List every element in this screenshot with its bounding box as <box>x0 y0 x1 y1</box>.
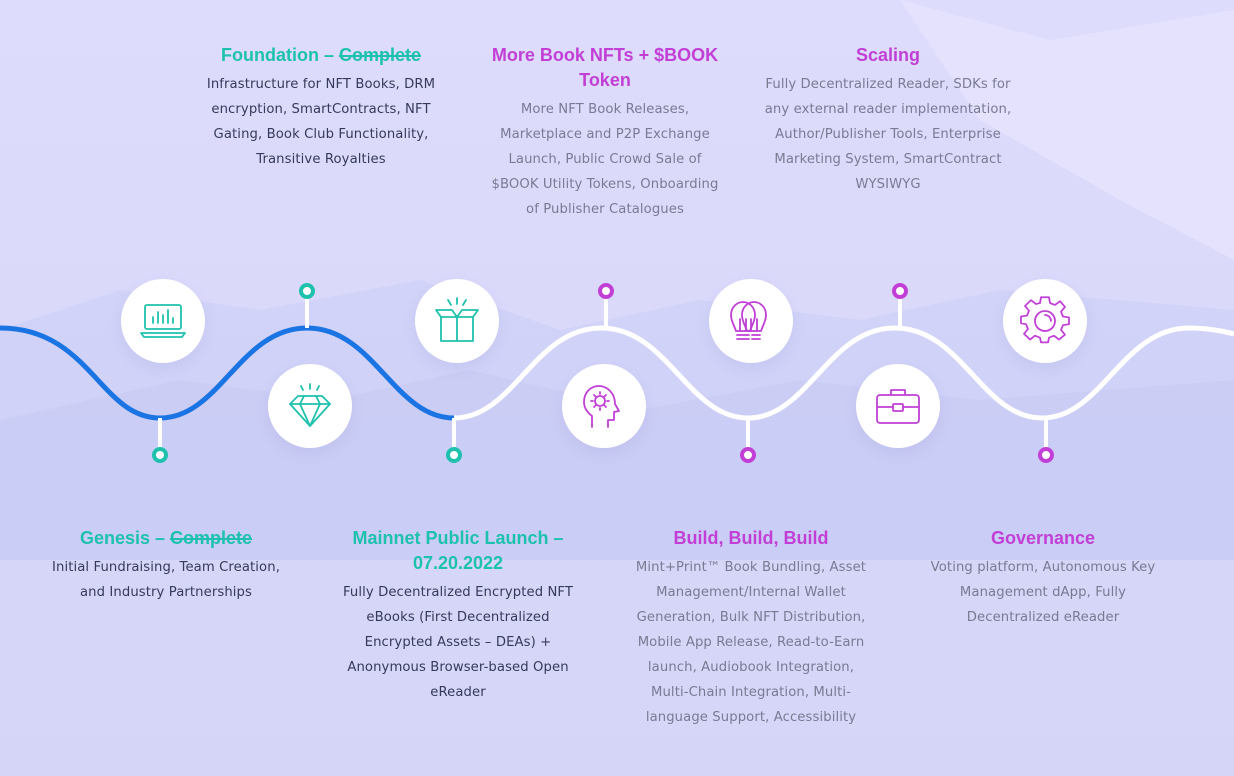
milestone-icon-circle <box>562 364 646 448</box>
milestone-description: Initial Fundraising, Team Creation, and … <box>52 560 280 600</box>
diamond-icon <box>289 383 331 427</box>
timeline-pins <box>152 283 1054 463</box>
pin-foundation <box>299 283 315 299</box>
milestone-icon-circle <box>1003 279 1087 363</box>
pin-governance <box>1038 447 1054 463</box>
milestone-title: Governance <box>990 528 1096 548</box>
milestone-description: Fully Decentralized Encrypted NFT eBooks… <box>342 585 574 700</box>
milestone-title: Foundation – Complete <box>221 45 421 65</box>
milestone-genesis: Genesis – Complete Initial Fundraising, … <box>40 526 292 605</box>
milestone-icon-circle <box>856 364 940 448</box>
milestone-foundation: Foundation – Complete Infrastructure for… <box>196 43 446 172</box>
light-bulbs-icon <box>730 301 767 340</box>
pin-build <box>740 447 756 463</box>
milestone-title: Scaling <box>855 45 921 65</box>
complete-strikethrough: Complete <box>338 45 421 65</box>
pin-more-books <box>598 283 614 299</box>
milestone-governance: Governance Voting platform, Autonomous K… <box>922 526 1164 630</box>
pin-mainnet <box>446 447 462 463</box>
pin-genesis <box>152 447 168 463</box>
milestone-description: Voting platform, Autonomous Key Manageme… <box>930 560 1156 625</box>
briefcase-icon <box>876 389 920 424</box>
gift-box-icon <box>435 297 479 342</box>
milestone-scaling: Scaling Fully Decentralized Reader, SDKs… <box>764 43 1012 197</box>
milestone-mainnet-launch: Mainnet Public Launch – 07.20.2022 Fully… <box>334 526 582 705</box>
milestone-title: Build, Build, Build <box>673 528 829 548</box>
gear-icon <box>1020 296 1070 344</box>
milestone-icon-circle <box>709 279 793 363</box>
milestone-build: Build, Build, Build Mint+Print™ Book Bun… <box>628 526 874 730</box>
milestone-icon-circle <box>268 364 352 448</box>
milestone-description: Infrastructure for NFT Books, DRM encryp… <box>206 77 436 167</box>
milestone-title: Mainnet Public Launch – 07.20.2022 <box>352 528 564 573</box>
milestone-icon-circle <box>415 279 499 363</box>
laptop-chart-icon <box>140 304 186 338</box>
milestone-title: Genesis – Complete <box>79 528 253 548</box>
milestone-description: Fully Decentralized Reader, SDKs for any… <box>764 77 1012 192</box>
milestone-description: More NFT Book Releases, Marketplace and … <box>491 102 719 217</box>
timeline-line-upcoming <box>453 325 1234 421</box>
milestone-title: More Book NFTs + $BOOK Token <box>491 45 719 90</box>
timeline-line-complete <box>0 325 455 421</box>
milestone-icon-circle <box>121 279 205 363</box>
head-gear-icon <box>583 385 620 428</box>
pin-scaling <box>892 283 908 299</box>
complete-strikethrough: Complete <box>170 528 253 548</box>
milestone-more-book-nfts: More Book NFTs + $BOOK Token More NFT Bo… <box>483 43 727 222</box>
milestone-description: Mint+Print™ Book Bundling, Asset Managem… <box>635 560 867 725</box>
